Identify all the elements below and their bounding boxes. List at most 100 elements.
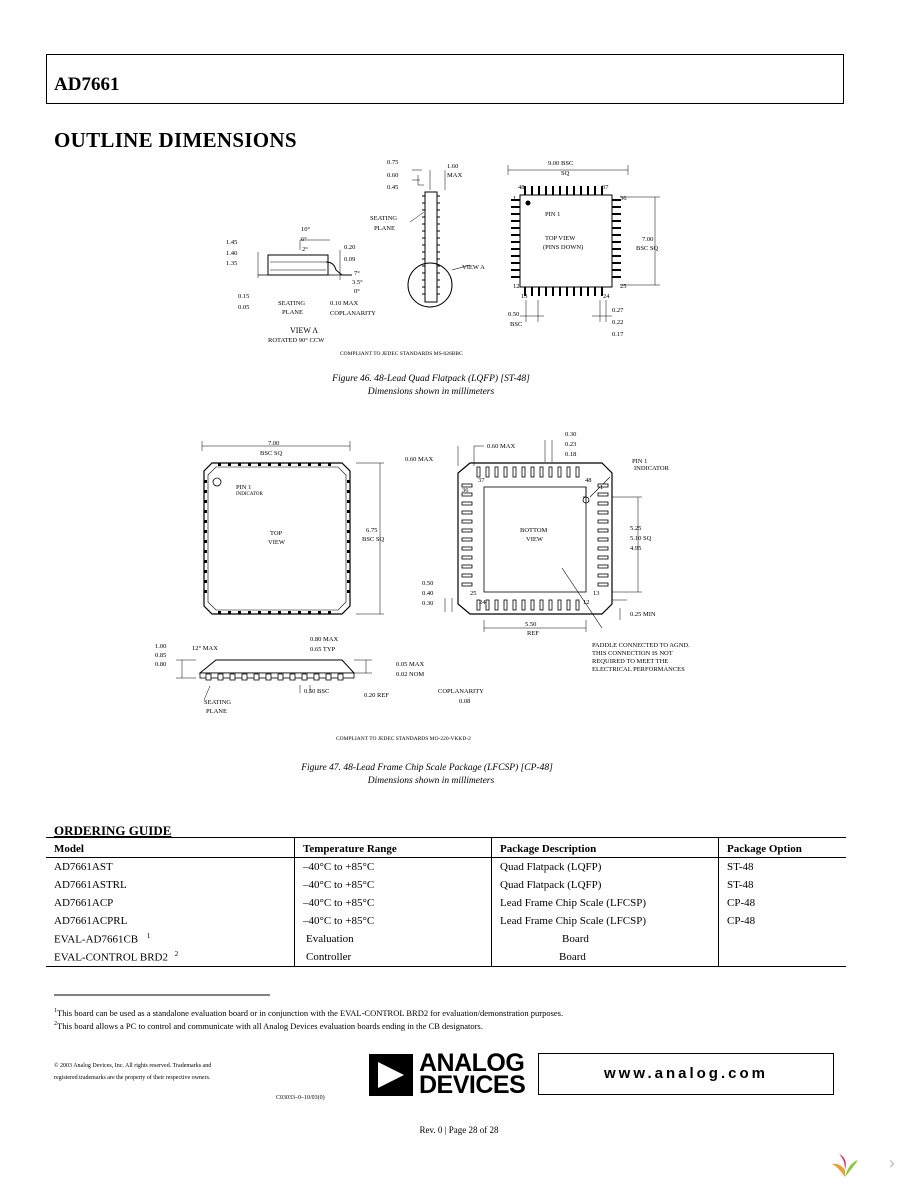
fig47-label: REQUIRED TO MEET THE xyxy=(592,658,669,665)
fig47-label: 0.80 xyxy=(155,661,167,668)
table-row: EVAL-CONTROL BRD2 2 Controller Board xyxy=(46,948,846,967)
copyright-line-2: registered trademarks are the property o… xyxy=(54,1075,211,1081)
website-link[interactable]: www.analog.com xyxy=(538,1053,834,1095)
fig47-label: 0.65 TYP xyxy=(310,646,336,653)
cell-model: AD7661ACPRL xyxy=(54,915,128,927)
col-header-model: Model xyxy=(46,837,295,858)
fig47-label: 5.10 SQ xyxy=(630,535,652,542)
fig47-label: PIN 1 xyxy=(632,458,648,465)
fig46-label: 2° xyxy=(302,246,308,253)
fig46-label: 25 xyxy=(620,283,627,290)
cell-temp: Evaluation xyxy=(294,930,492,948)
fig46-label: 12 xyxy=(513,283,520,290)
cell-option: CP-48 xyxy=(718,894,846,912)
fig47-label: VIEW xyxy=(526,536,543,543)
fig46-label: (PINS DOWN) xyxy=(543,244,584,251)
fig47-label: 12° MAX xyxy=(192,645,218,652)
cell-temp: –40°C to +85°C xyxy=(294,857,492,876)
col-header-temperature: Temperature Range xyxy=(294,837,492,858)
viewer-logo-icon[interactable] xyxy=(830,1150,860,1180)
cell-model: AD7661AST xyxy=(54,861,113,873)
lqfp-profile-view xyxy=(407,169,471,308)
fig47-label: 6.75 xyxy=(366,527,378,534)
fig46-label: 13 xyxy=(521,293,528,300)
table-row: AD7661AST –40°C to +85°C Quad Flatpack (… xyxy=(46,857,846,876)
fig47-label: 1.00 xyxy=(155,643,167,650)
ordering-guide-table: Model Temperature Range Package Descript… xyxy=(46,837,846,967)
fig46-label: PLANE xyxy=(282,309,303,316)
table-row: AD7661ACPRL –40°C to +85°C Lead Frame Ch… xyxy=(46,912,846,930)
fig46-label: 0.45 xyxy=(387,184,399,191)
fig47-label: 0.23 xyxy=(565,441,577,448)
fig46-label: BSC SQ xyxy=(636,245,659,252)
fig47-compliance: COMPLIANT TO JEDEC STANDARDS MO-220-VKKD… xyxy=(336,736,471,742)
logo-devices: DEVICES xyxy=(419,1071,526,1099)
section-title: OUTLINE DIMENSIONS xyxy=(54,128,297,152)
fig47-label: 0.40 xyxy=(422,590,434,597)
footnote-mark: 1 xyxy=(54,1008,57,1015)
cell-model: AD7661ACP xyxy=(54,897,114,909)
lfcsp-top-pads xyxy=(204,463,350,614)
fig46-label: 7.00 xyxy=(642,236,654,243)
fig46-caption: Figure 46. 48-Lead Quad Flatpack (LQFP) … xyxy=(332,374,530,384)
fig46-label: 1.40 xyxy=(226,250,238,257)
fig47-label: 0.60 MAX xyxy=(487,443,516,450)
lfcsp-side-view xyxy=(176,659,372,701)
adi-logo-mark xyxy=(369,1054,413,1096)
footnote-ref: 2 xyxy=(174,950,179,959)
fig47-label: INDICATOR xyxy=(236,492,263,497)
fig47-label: SEATING xyxy=(204,699,232,706)
fig46-label: ROTATED 90° CCW xyxy=(268,337,325,344)
lfcsp-bottom-pads xyxy=(461,466,609,611)
fig46-label: 36 xyxy=(620,195,627,202)
cell-option: ST-48 xyxy=(718,857,846,876)
fig47-label: 0.08 xyxy=(459,698,471,705)
page-footer: Rev. 0 | Page 28 of 28 xyxy=(419,1125,499,1135)
lqfp-pins xyxy=(511,186,621,296)
fig46-compliance: COMPLIANT TO JEDEC STANDARDS MS-026BBC xyxy=(340,351,463,357)
chevron-right-icon[interactable]: › xyxy=(888,1153,896,1174)
fig46-label: SQ xyxy=(561,170,570,177)
fig46-label: 10° xyxy=(301,226,311,233)
fig46-label: VIEW A xyxy=(290,326,319,335)
fig47-label: THIS CONNECTION IS NOT xyxy=(592,650,673,657)
fig47-label: 0.05 MAX xyxy=(396,661,425,668)
fig47-label: 0.50 BSC xyxy=(304,688,330,695)
cell-desc: Lead Frame Chip Scale (LFCSP) xyxy=(491,894,719,912)
fig46-label: 0.10 MAX xyxy=(330,300,359,307)
fig47-label: 5.25 xyxy=(630,525,642,532)
cell-desc: Board xyxy=(491,930,719,948)
fig46-label: 48 xyxy=(518,184,525,191)
cell-option xyxy=(718,930,846,948)
fig46-label: 0.27 xyxy=(612,307,624,314)
fig46-label: COPLANARITY xyxy=(330,310,376,317)
fig47-label: 0.30 xyxy=(422,600,434,607)
table-row: EVAL-AD7661CB 1 Evaluation Board xyxy=(46,930,846,948)
fig46-label: 7° xyxy=(354,270,360,277)
fig47-label: BOTTOM xyxy=(520,527,548,534)
fig46-label: 1 xyxy=(513,195,517,202)
fig46-label: 6° xyxy=(301,236,307,243)
fig46-label: TOP VIEW xyxy=(545,235,576,242)
fig46-label: SEATING xyxy=(278,300,306,307)
fig46-label: 0.75 xyxy=(387,159,399,166)
col-header-package-description: Package Description xyxy=(491,837,719,858)
fig46-label: 37 xyxy=(602,184,609,191)
table-row: AD7661ACP –40°C to +85°C Lead Frame Chip… xyxy=(46,894,846,912)
fig46-label: 0.20 xyxy=(344,244,356,251)
fig47-label: 0.20 REF xyxy=(364,692,389,699)
model-text: EVAL-AD7661CB xyxy=(54,933,139,946)
cell-temp: –40°C to +85°C xyxy=(294,912,492,930)
fig47-label: PLANE xyxy=(206,708,227,715)
fig47-label: 1 xyxy=(600,484,604,491)
cell-model: AD7661ASTRL xyxy=(54,879,127,891)
cell-option: ST-48 xyxy=(718,876,846,894)
copyright: © 2003 Analog Devices, Inc. All rights r… xyxy=(54,1060,274,1084)
fig47-label: 24 xyxy=(479,599,486,606)
fig46-label: 1.45 xyxy=(226,239,238,246)
fig46-label: 24 xyxy=(603,293,610,300)
fig46-label: BSC xyxy=(510,321,523,328)
cell-desc: Board xyxy=(491,948,719,967)
fig47-subcaption: Dimensions shown in millimeters xyxy=(367,776,495,786)
